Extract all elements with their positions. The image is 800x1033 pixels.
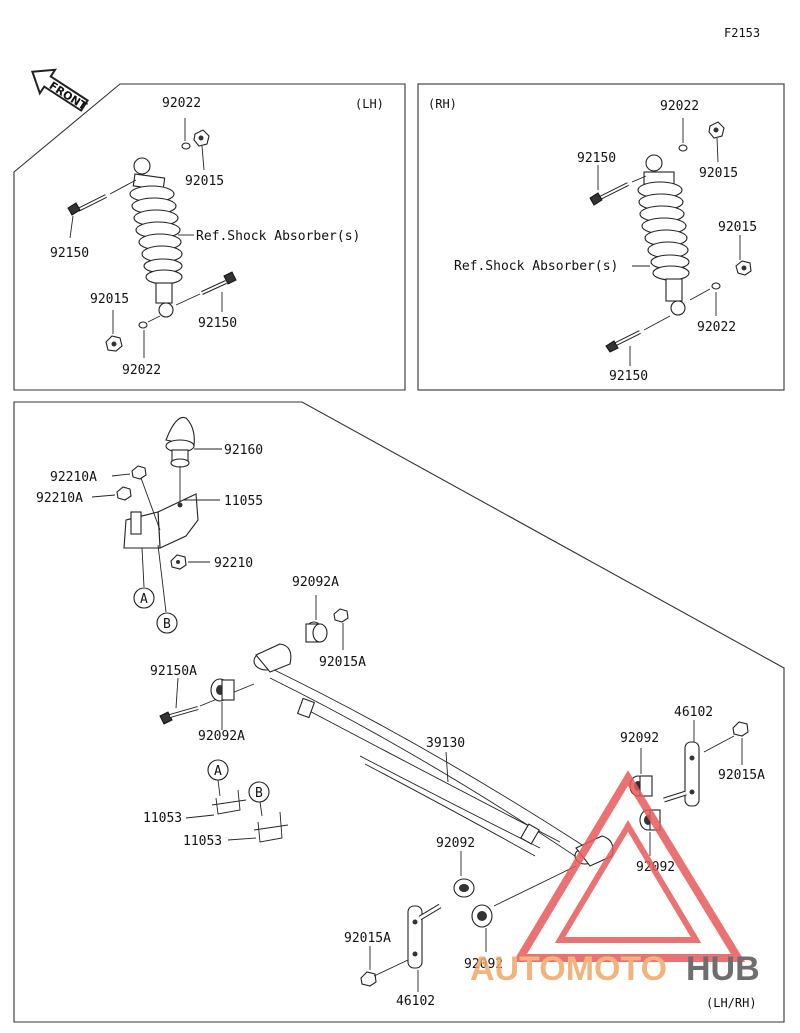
lh-lower-nut-icon (105, 335, 123, 352)
rh-lower-washer (711, 282, 721, 290)
rh-top-washer (678, 144, 688, 152)
lh-label-lower-washer: 92022 (122, 363, 161, 378)
bushing-bottom-top (453, 878, 475, 898)
rh-label-absorber: Ref.Shock Absorber(s) (454, 259, 618, 274)
front-arrow-icon: FRONT (31, 68, 90, 113)
rh-side-label: (RH) (428, 97, 457, 111)
rh-label-lower-nut: 92015 (718, 220, 757, 235)
label-bracket: 11055 (224, 494, 263, 509)
watermark-text-a: AUTOMOTO (470, 950, 667, 988)
ubolt-b (253, 811, 289, 843)
lh-label-top-bolt: 92150 (50, 246, 89, 261)
ubolt-callout-b-icon (248, 781, 270, 803)
label-nut-a1: 92210A (50, 470, 97, 485)
label-leaf-spring: 39130 (426, 736, 465, 751)
label-bushing-bottom-top: 92092 (436, 836, 475, 851)
watermark-text-b: HUB (686, 950, 760, 988)
label-bushing-right-top: 92092 (620, 731, 659, 746)
figure-code: F2153 (724, 26, 760, 40)
nut-92210-icon (170, 554, 187, 570)
bushing-92092a-top (305, 621, 328, 643)
label-bolt-150a: 92150A (150, 664, 197, 679)
label-shackle-right: 46102 (674, 705, 713, 720)
bushing-bottom (471, 904, 493, 928)
rh-shock-absorber (637, 154, 690, 316)
ubolt-callout-a-icon (207, 759, 229, 781)
label-ubolt-a: 11053 (143, 811, 182, 826)
label-bushing-a-top: 92092A (292, 575, 339, 590)
lh-label-lower-nut: 92015 (90, 292, 129, 307)
callout-b-icon (156, 612, 178, 634)
lh-top-washer (181, 142, 191, 150)
label-ubolt-b: 11053 (183, 834, 222, 849)
label-nut-15a-bottom: 92015A (344, 931, 391, 946)
lh-label-top-nut: 92015 (185, 174, 224, 189)
label-nut: 92210 (214, 556, 253, 571)
label-nut-a2: 92210A (36, 491, 83, 506)
main-side-label: (LH/RH) (706, 996, 757, 1010)
rh-label-top-nut: 92015 (699, 166, 738, 181)
lh-panel-frame (13, 83, 406, 391)
rh-lower-nut-icon (735, 260, 752, 276)
watermark-logo-icon (512, 770, 746, 962)
bracket (123, 466, 199, 549)
ubolt-callout-a: A (214, 764, 222, 779)
lh-label-absorber: Ref.Shock Absorber(s) (196, 229, 360, 244)
rh-label-lower-washer: 92022 (697, 320, 736, 335)
label-nut-15a-top: 92015A (319, 655, 366, 670)
rh-panel-frame (417, 83, 785, 391)
nut-92015a-bottom-icon (360, 971, 377, 987)
nut-92210a-upper-icon (131, 465, 147, 480)
lh-label-top-washer: 92022 (162, 96, 201, 111)
lh-lower-washer (138, 321, 148, 329)
lh-lower-bolt (175, 271, 237, 306)
label-bump-stop: 92160 (224, 443, 263, 458)
nut-92015a-right-icon (732, 721, 749, 737)
rh-top-bolt (589, 175, 647, 206)
rh-label-top-washer: 92022 (660, 99, 699, 114)
bolt-92150a (159, 683, 255, 725)
shackle-right (663, 741, 700, 807)
label-bushing-bottom: 92092 (464, 957, 503, 972)
callout-a-icon (133, 587, 155, 609)
lh-label-lower-bolt: 92150 (198, 316, 237, 331)
label-shackle-bottom: 46102 (396, 994, 435, 1009)
rh-lower-bolt (605, 315, 671, 353)
lh-top-bolt (67, 179, 137, 216)
rh-label-lower-bolt: 92150 (609, 369, 648, 384)
lh-shock-absorber (129, 157, 183, 318)
callout-b: B (163, 617, 171, 632)
label-nut-15a-right: 92015A (718, 768, 765, 783)
lh-top-nut-icon (193, 129, 210, 147)
bump-stop (165, 416, 195, 468)
shackle-bottom (407, 903, 442, 969)
nut-92015a-top-icon (333, 608, 349, 623)
ubolt-a (211, 789, 247, 815)
leaf-spring (253, 643, 614, 867)
rh-label-top-bolt: 92150 (577, 151, 616, 166)
ubolt-callout-b: B (255, 786, 263, 801)
nut-92210a-lower-icon (116, 486, 132, 501)
main-panel-frame (13, 401, 785, 1023)
label-bushing-a-left: 92092A (198, 729, 245, 744)
front-label: FRONT (47, 79, 90, 113)
watermark: AUTOMOTO HUB (470, 770, 760, 988)
lh-side-label: (LH) (355, 97, 384, 111)
rh-top-nut-icon (708, 121, 725, 139)
bushing-92092a-left (210, 678, 235, 702)
callout-a: A (140, 592, 148, 607)
